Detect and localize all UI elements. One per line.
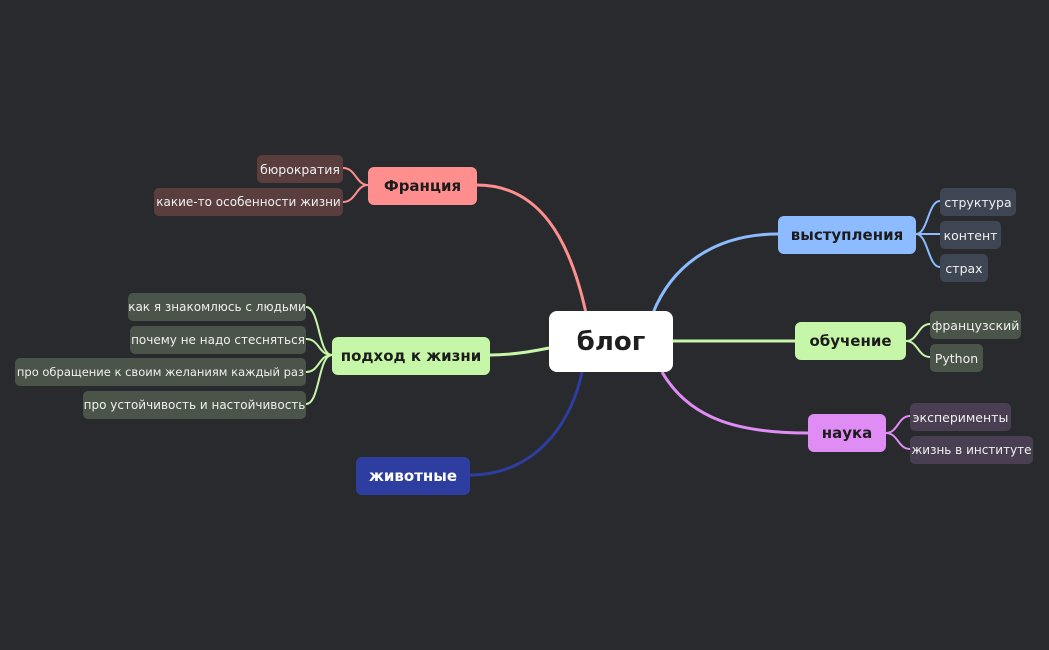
link-science-children [885, 415, 911, 450]
link-study-children [905, 323, 931, 358]
link-root-science [660, 371, 809, 435]
branch-france[interactable]: Франция [368, 167, 477, 205]
life-child-persistence[interactable]: про устойчивость и настойчивость [83, 391, 306, 419]
talks-child-structure[interactable]: структура [940, 188, 1016, 216]
science-child-institute-life[interactable]: жизнь в институте [910, 436, 1033, 464]
branch-life-approach[interactable]: подход к жизни [332, 337, 490, 375]
talks-child-fear[interactable]: страх [940, 254, 988, 282]
france-child-life-features[interactable]: какие-то особенности жизни [154, 188, 343, 216]
link-talks-children [915, 200, 941, 268]
branch-study[interactable]: обучение [795, 322, 906, 360]
root-node[interactable]: блог [549, 311, 673, 372]
study-child-french[interactable]: французский [930, 311, 1021, 339]
france-child-bureaucracy[interactable]: бюрократия [257, 155, 343, 183]
branch-science[interactable]: наука [808, 414, 886, 452]
link-root-talks [651, 232, 779, 314]
link-root-life [489, 346, 550, 357]
link-france-children [342, 167, 369, 203]
link-root-france [476, 183, 588, 314]
science-child-experiments[interactable]: эксперименты [910, 403, 1011, 431]
study-child-python[interactable]: Python [930, 344, 983, 372]
link-root-animals [469, 371, 584, 477]
talks-child-content[interactable]: контент [940, 221, 1001, 249]
branch-talks[interactable]: выступления [778, 216, 916, 254]
branch-animals[interactable]: животные [356, 457, 470, 495]
life-child-desires[interactable]: про обращение к своим желаниям каждый ра… [15, 358, 306, 386]
link-life-children [305, 306, 333, 405]
life-child-not-shy[interactable]: почему не надо стесняться [130, 326, 306, 354]
life-child-meeting-people[interactable]: как я знакомлюсь с людьми [128, 293, 306, 321]
